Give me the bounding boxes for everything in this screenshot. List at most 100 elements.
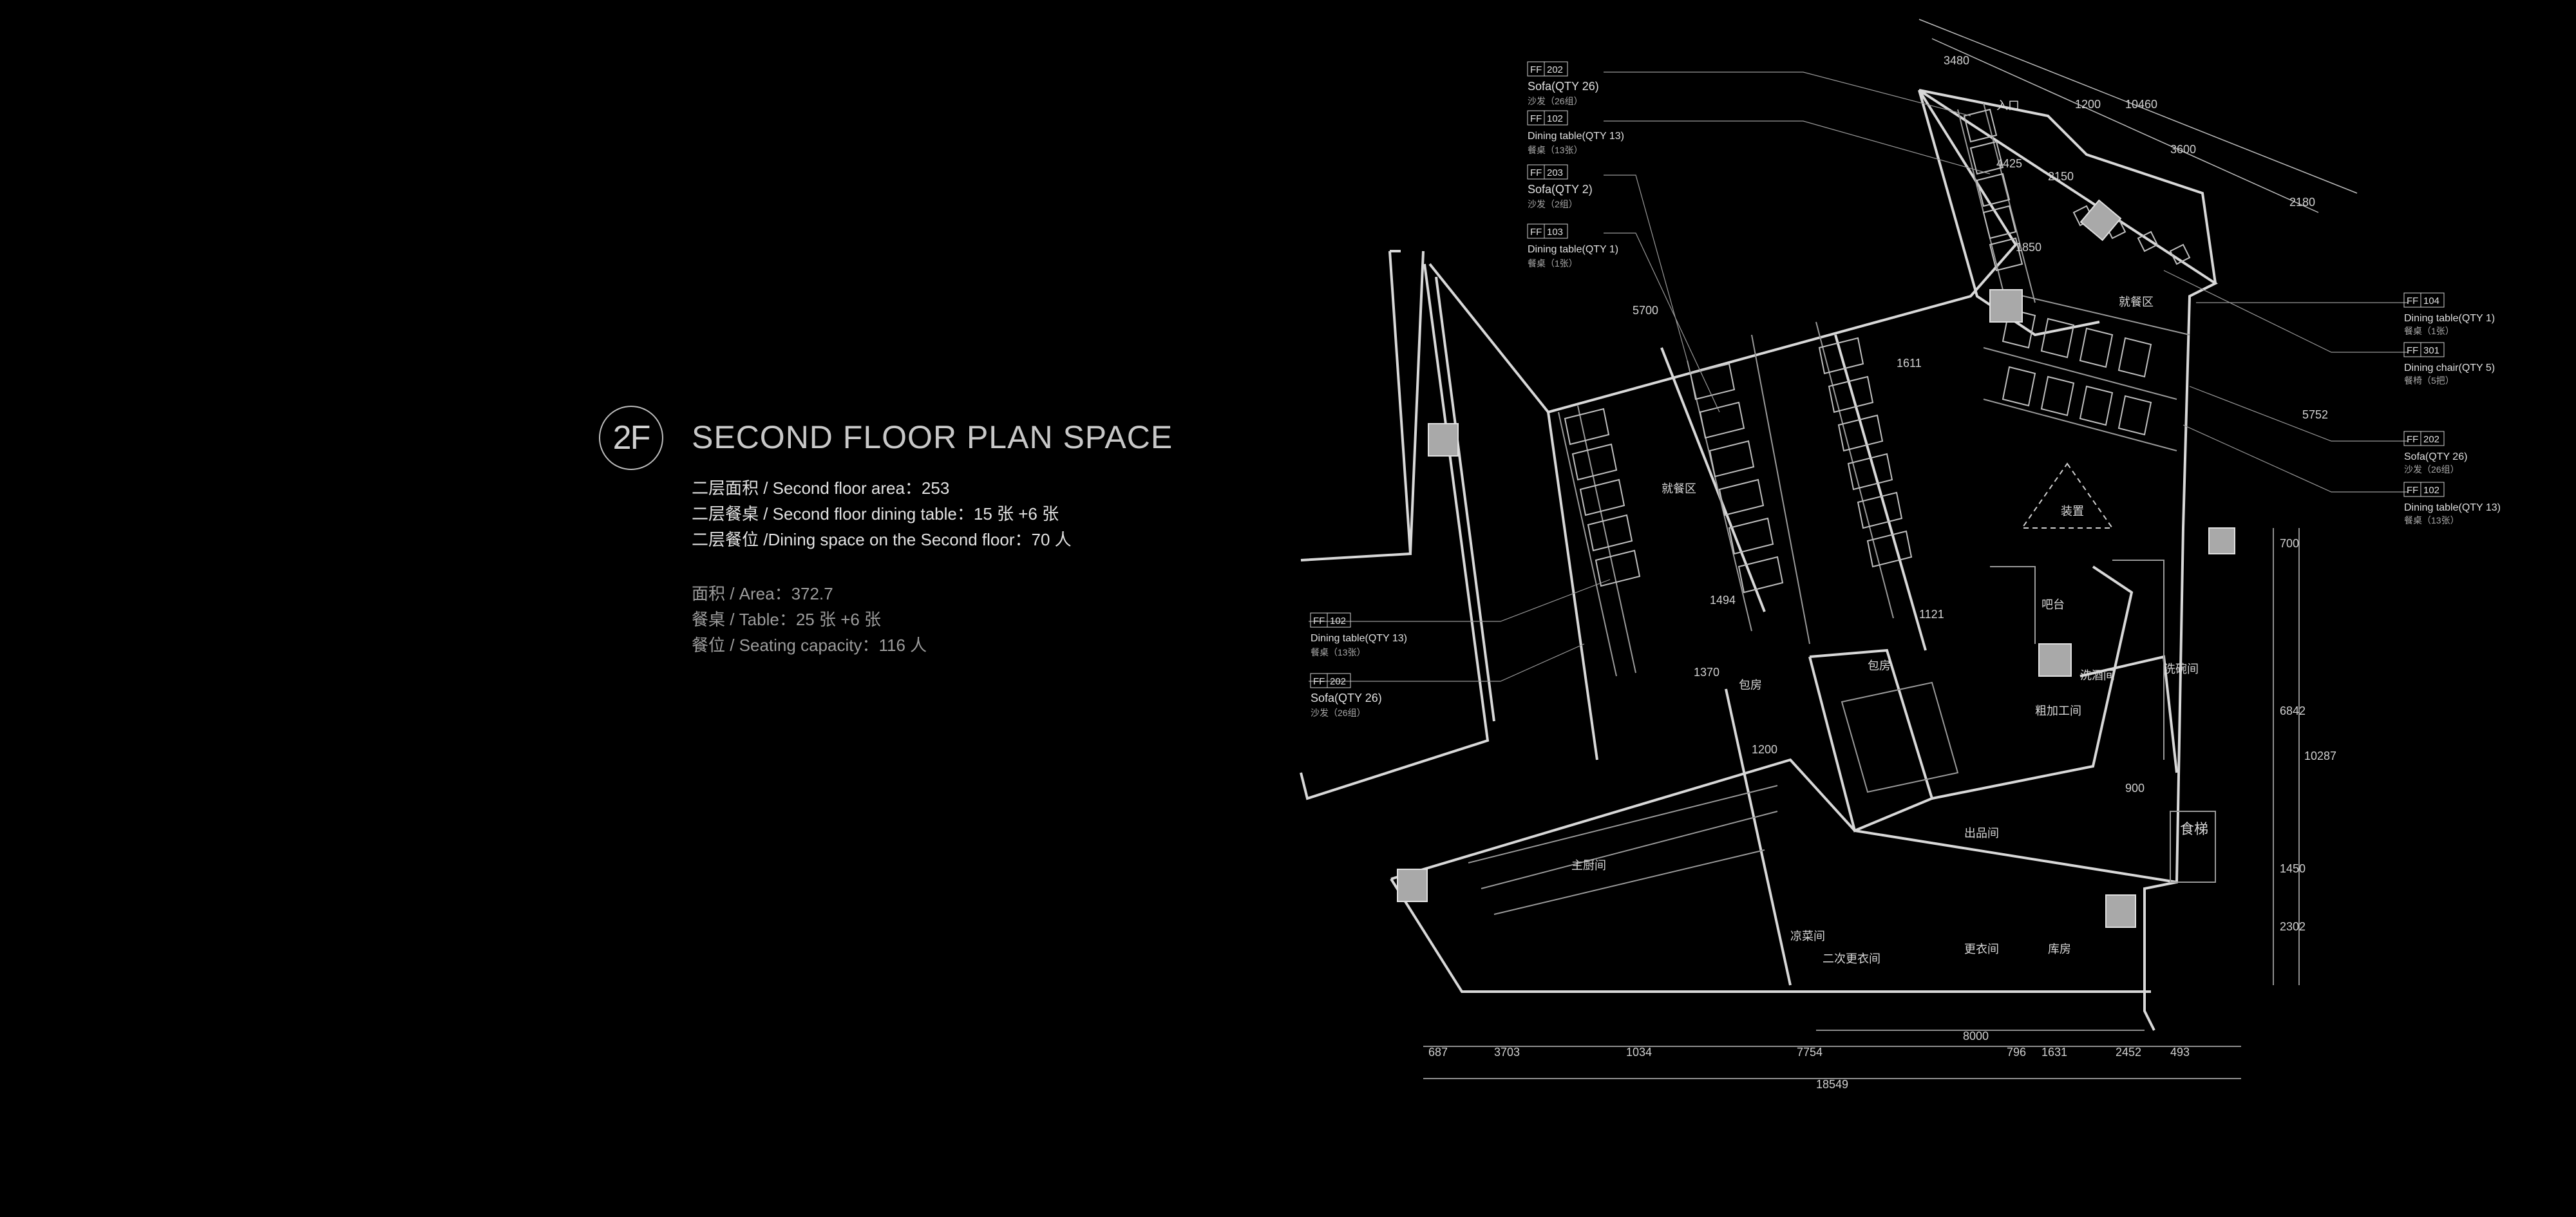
- floor-area-stat: 二层面积 / Second floor area：253: [692, 478, 950, 498]
- svg-text:FF: FF: [1530, 167, 1542, 178]
- ff-tag-202-b: FF 202 Sofa(QTY 26) 沙发（26组）: [2403, 431, 2467, 475]
- room-wine-wash: 洗酒间: [2080, 669, 2115, 682]
- svg-text:Dining table(QTY 13): Dining table(QTY 13): [2404, 502, 2501, 513]
- ff-tag-103: FF 103 Dining table(QTY 1) 餐桌（1张）: [1527, 223, 1618, 269]
- svg-text:FF: FF: [1530, 227, 1542, 238]
- room-installation: 装置: [2061, 505, 2084, 518]
- svg-text:Dining table(QTY 13): Dining table(QTY 13): [1311, 633, 1407, 644]
- svg-text:202: 202: [1330, 676, 1346, 687]
- svg-text:餐桌（1张）: 餐桌（1张）: [1528, 258, 1578, 269]
- room-cold-dish: 凉菜间: [1790, 930, 1825, 943]
- dim-inner-7: 1370: [1694, 666, 1719, 679]
- svg-text:102: 102: [1330, 616, 1346, 627]
- dim-bottom-2: 3703: [1494, 1046, 1520, 1059]
- svg-text:FF: FF: [1313, 616, 1325, 627]
- dim-top-4: 3600: [2170, 143, 2196, 156]
- room-changing-2: 二次更衣间: [1823, 952, 1880, 965]
- dim-inner-5: 1611: [1897, 357, 1922, 370]
- dim-top-1: 3480: [1944, 54, 1969, 67]
- floor-plan-drawing: 入口 就餐区 就餐区 装置 包房 包房 主厨间 洗碗间 粗加工间 出品间 凉菜间…: [1300, 19, 2501, 1091]
- room-main-kitchen: 主厨间: [1571, 859, 1606, 872]
- svg-text:Dining table(QTY 13): Dining table(QTY 13): [1528, 131, 1624, 142]
- dim-right-5: 1450: [2280, 862, 2306, 875]
- dim-right-2: 6842: [2280, 704, 2306, 717]
- dim-inner-10: 5752: [2302, 408, 2328, 421]
- dim-right-4: 900: [2125, 782, 2145, 795]
- svg-text:FF: FF: [2407, 345, 2418, 356]
- svg-text:FF: FF: [1313, 676, 1325, 687]
- svg-text:202: 202: [1547, 64, 1563, 75]
- svg-text:餐桌（1张）: 餐桌（1张）: [2404, 326, 2454, 336]
- svg-text:沙发（26组）: 沙发（26组）: [1528, 96, 1583, 106]
- dim-bottom-1: 687: [1428, 1046, 1448, 1059]
- dim-8000: 8000: [1963, 1030, 1989, 1042]
- floor-tables-stat: 二层餐桌 / Second floor dining table：15 张 +6…: [692, 504, 1059, 524]
- svg-text:Sofa(QTY 26): Sofa(QTY 26): [1528, 80, 1599, 93]
- room-food-lift: 食梯: [2180, 821, 2208, 837]
- ff-tag-102-a: FF 102 Dining table(QTY 13) 餐桌（13张）: [1527, 110, 1624, 155]
- room-dining-a: 就餐区: [1662, 482, 1696, 495]
- ff-tag-102-b: FF 102 Dining table(QTY 13) 餐桌（13张）: [2403, 482, 2501, 525]
- svg-text:餐椅（5把）: 餐椅（5把）: [2404, 375, 2454, 386]
- floor-seats-stat: 二层餐位 /Dining space on the Second floor：7…: [692, 530, 1072, 549]
- svg-text:沙发（2组）: 沙发（2组）: [1528, 199, 1578, 209]
- dim-top-2: 1200: [2075, 98, 2101, 111]
- svg-text:103: 103: [1547, 227, 1563, 238]
- room-prep: 粗加工间: [2035, 704, 2081, 717]
- dim-top-3: 10460: [2125, 98, 2157, 111]
- svg-text:301: 301: [2423, 345, 2439, 356]
- total-tables-stat: 餐桌 / Table：25 张 +6 张: [692, 610, 882, 629]
- room-pass: 出品间: [1964, 827, 1999, 840]
- floor-badge: 2F: [599, 406, 663, 470]
- dim-bottom-6: 1631: [2041, 1046, 2067, 1059]
- svg-text:104: 104: [2423, 296, 2439, 307]
- ff-tag-102-c: FF 102 Dining table(QTY 13) 餐桌（13张）: [1310, 612, 1407, 657]
- columns: [1397, 199, 2235, 928]
- svg-text:203: 203: [1547, 167, 1563, 178]
- svg-text:餐桌（13张）: 餐桌（13张）: [2404, 515, 2459, 525]
- svg-text:餐桌（13张）: 餐桌（13张）: [1528, 145, 1583, 155]
- svg-text:沙发（26组）: 沙发（26组）: [1311, 708, 1366, 718]
- dim-inner-3: 5700: [1633, 304, 1658, 317]
- room-bar: 吧台: [2041, 598, 2065, 611]
- dim-right-1: 700: [2280, 537, 2299, 550]
- tag-leaders: [1309, 71, 2409, 682]
- total-seats-stat: 餐位 / Seating capacity：116 人: [692, 636, 927, 655]
- ff-tags: FF 202 Sofa(QTY 26) 沙发（26组） FF 102 Dinin…: [1310, 61, 2501, 718]
- svg-text:102: 102: [1547, 113, 1563, 124]
- svg-text:102: 102: [2423, 485, 2439, 496]
- room-private-b: 包房: [1868, 659, 1891, 672]
- dim-bottom-3: 1034: [1626, 1046, 1652, 1059]
- room-entrance: 入口: [1996, 99, 2020, 112]
- svg-text:FF: FF: [1530, 113, 1542, 124]
- svg-text:沙发（26组）: 沙发（26组）: [2404, 464, 2459, 475]
- total-area-stat: 面积 / Area：372.7: [692, 584, 833, 603]
- dim-inner-6: 1494: [1710, 594, 1736, 607]
- dim-inner-2: 2150: [2048, 170, 2074, 183]
- room-locker: 更衣间: [1964, 943, 1999, 956]
- ff-tag-202-a: FF 202 Sofa(QTY 26) 沙发（26组）: [1527, 61, 1599, 106]
- svg-text:餐桌（13张）: 餐桌（13张）: [1311, 647, 1366, 657]
- ff-tag-202-c: FF 202 Sofa(QTY 26) 沙发（26组）: [1310, 673, 1382, 718]
- dimension-labels: 687 3703 1034 7754 796 1631 2452 493 185…: [1428, 54, 2336, 1091]
- svg-text:FF: FF: [1530, 64, 1542, 75]
- ff-tag-301: FF 301 Dining chair(QTY 5) 餐椅（5把）: [2403, 342, 2495, 386]
- svg-text:Sofa(QTY 26): Sofa(QTY 26): [2404, 451, 2467, 462]
- booth-seating: [1564, 108, 2191, 594]
- dim-top-5: 2180: [2289, 196, 2315, 209]
- interior-lines: [1468, 102, 2216, 915]
- dim-bottom-8: 493: [2170, 1046, 2190, 1059]
- svg-text:Dining table(QTY 1): Dining table(QTY 1): [1528, 244, 1618, 255]
- dim-inner-4: 1850: [2016, 241, 2041, 254]
- svg-text:FF: FF: [2407, 434, 2418, 445]
- page-title: SECOND FLOOR PLAN SPACE: [692, 419, 1173, 455]
- svg-text:FF: FF: [2407, 485, 2418, 496]
- room-dining-b: 就餐区: [2119, 296, 2154, 308]
- dim-inner-8: 1200: [1752, 743, 1777, 756]
- dim-bottom-4: 7754: [1797, 1046, 1823, 1059]
- dim-right-6: 2302: [2280, 920, 2306, 933]
- svg-text:Sofa(QTY 2): Sofa(QTY 2): [1528, 183, 1593, 196]
- dim-bottom-7: 2452: [2116, 1046, 2141, 1059]
- ff-tag-104: FF 104 Dining table(QTY 1) 餐桌（1张）: [2403, 292, 2495, 336]
- svg-text:Dining table(QTY 1): Dining table(QTY 1): [2404, 313, 2495, 324]
